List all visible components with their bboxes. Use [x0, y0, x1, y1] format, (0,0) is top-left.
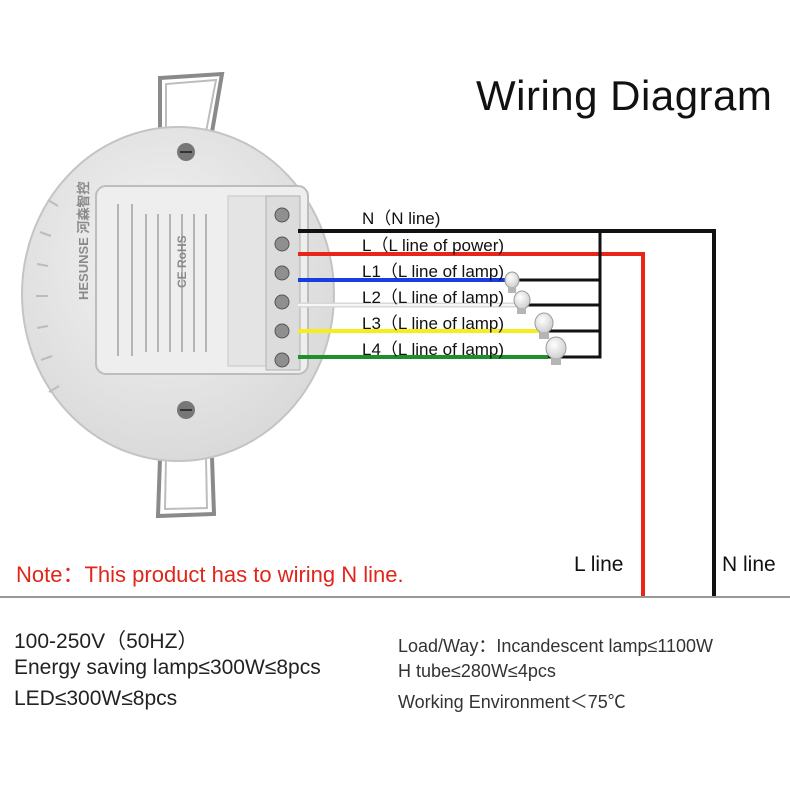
diagram-title: Wiring Diagram — [476, 72, 773, 119]
lamp-bulb-icon — [534, 312, 554, 339]
spec-energy-saving: Energy saving lamp≤300W≤8pcs — [14, 656, 321, 679]
screw-icon — [177, 143, 195, 161]
wire-label-l: L（L line of power) — [362, 236, 505, 255]
ce-rohs-marks: CE RoHS — [175, 235, 189, 288]
wire-label-l4: L4（L line of lamp) — [362, 340, 505, 359]
spec-voltage: 100-250V（50HZ） — [14, 630, 199, 653]
terminal-block — [265, 195, 301, 371]
terminal-label-panel — [227, 195, 269, 367]
spec-led: LED≤300W≤8pcs — [14, 687, 178, 710]
mounting-clip-bottom — [155, 457, 217, 519]
lamp-bulb-icon — [513, 290, 531, 314]
l-line-label: L line — [574, 553, 624, 576]
mounting-clip-top — [158, 71, 225, 140]
device-brand-logo: HESUNSE 河森智控 — [76, 182, 91, 300]
svg-text:CE RoHS: CE RoHS — [175, 235, 189, 288]
lamp-bulb-icon — [545, 336, 567, 365]
body-rim-ticks — [36, 199, 60, 393]
wire-n-line — [298, 229, 716, 596]
wire-label-n: N（N line) — [362, 209, 441, 228]
spec-load-per-way: Load/Way：Incandescent lamp≤1100W — [398, 636, 714, 656]
wire-label-l3: L3（L line of lamp) — [362, 314, 505, 333]
wiring-note: Note：This product has to wiring N line. — [16, 562, 404, 587]
wire-l-power — [298, 252, 645, 596]
screw-icon — [177, 401, 195, 419]
spec-environment: Working Environment＜75℃ — [398, 692, 626, 712]
wire-label-l1: L1（L line of lamp) — [362, 262, 505, 281]
terminal-screws — [274, 207, 290, 368]
lamp-bulb-icon — [504, 271, 520, 293]
n-line-label: N line — [722, 553, 776, 576]
svg-text:HESUNSE 河森智控: HESUNSE 河森智控 — [76, 182, 91, 300]
module-printed-text — [117, 204, 207, 356]
spec-h-tube: H tube≤280W≤4pcs — [398, 661, 556, 681]
wire-label-l2: L2（L line of lamp) — [362, 288, 505, 307]
